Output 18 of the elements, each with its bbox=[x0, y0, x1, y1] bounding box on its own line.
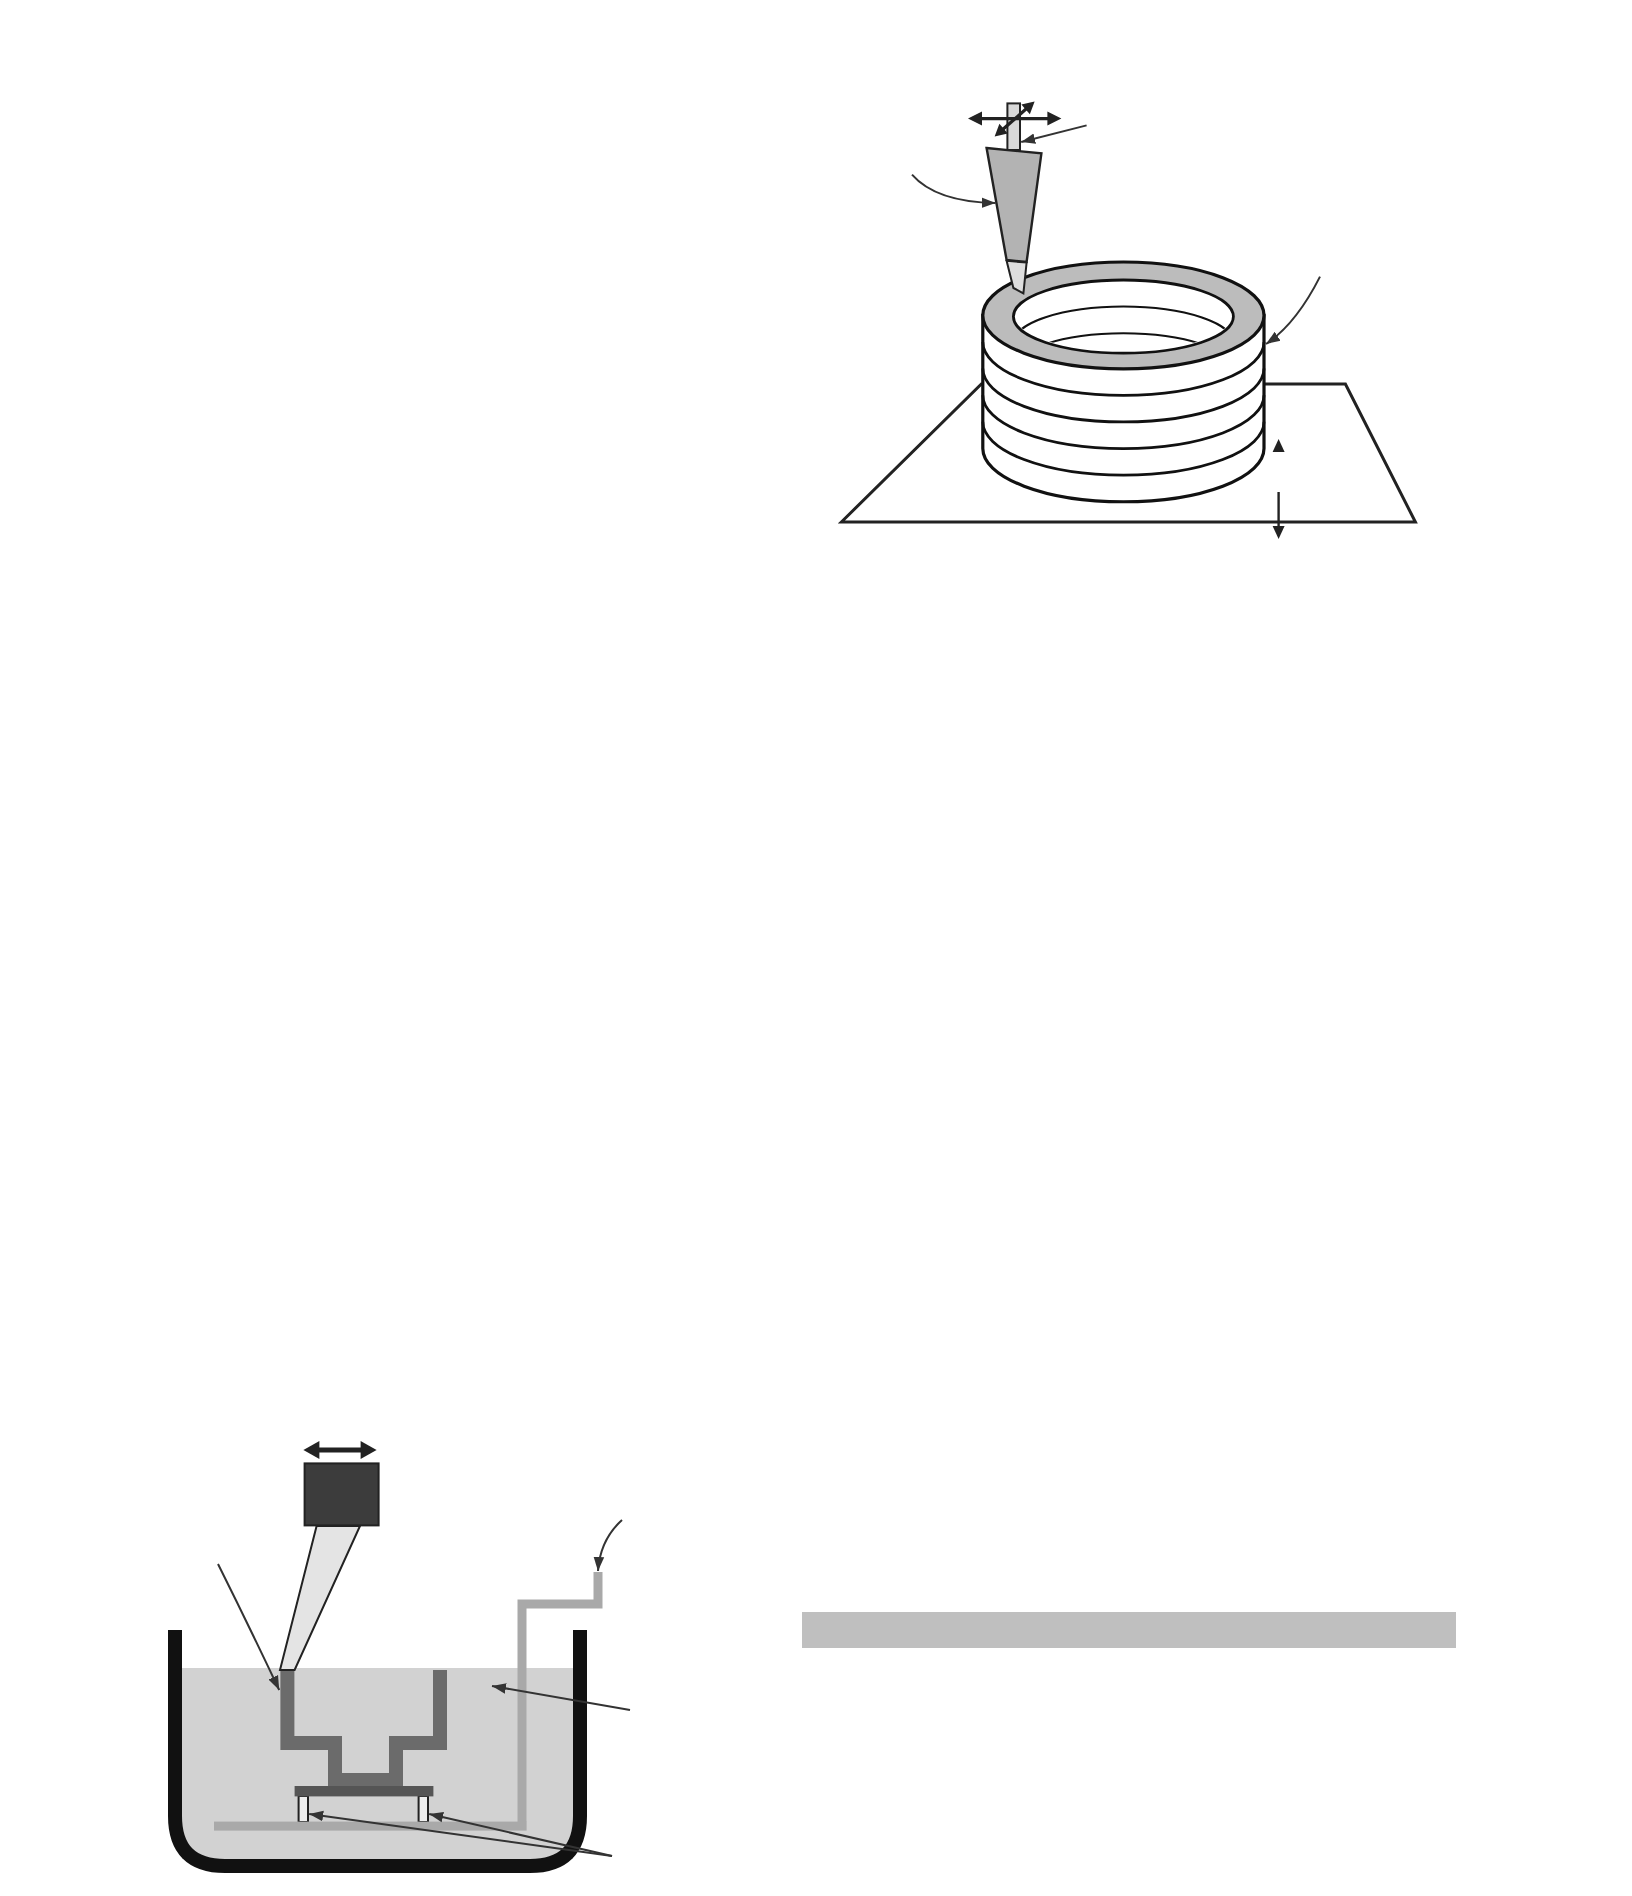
shaded-band bbox=[802, 1612, 1456, 1648]
liquid bbox=[182, 1668, 573, 1859]
leader-line bbox=[594, 1519, 623, 1572]
layered-cylinder bbox=[981, 260, 1266, 504]
part-cross-section bbox=[280, 1670, 447, 1787]
light-beam bbox=[278, 1525, 362, 1671]
support-post bbox=[297, 1795, 309, 1823]
support-post bbox=[417, 1795, 429, 1823]
leader-line bbox=[911, 173, 997, 208]
leader-line bbox=[428, 1811, 613, 1857]
leader-line bbox=[1020, 124, 1088, 144]
platform-bar bbox=[214, 1821, 527, 1831]
leader-line bbox=[1265, 275, 1321, 345]
leader-line bbox=[308, 1810, 613, 1857]
extrusion-nozzle bbox=[985, 146, 1043, 295]
elevator-rod bbox=[517, 1572, 603, 1822]
leader-line bbox=[491, 1683, 631, 1711]
leader-line bbox=[217, 1563, 281, 1691]
